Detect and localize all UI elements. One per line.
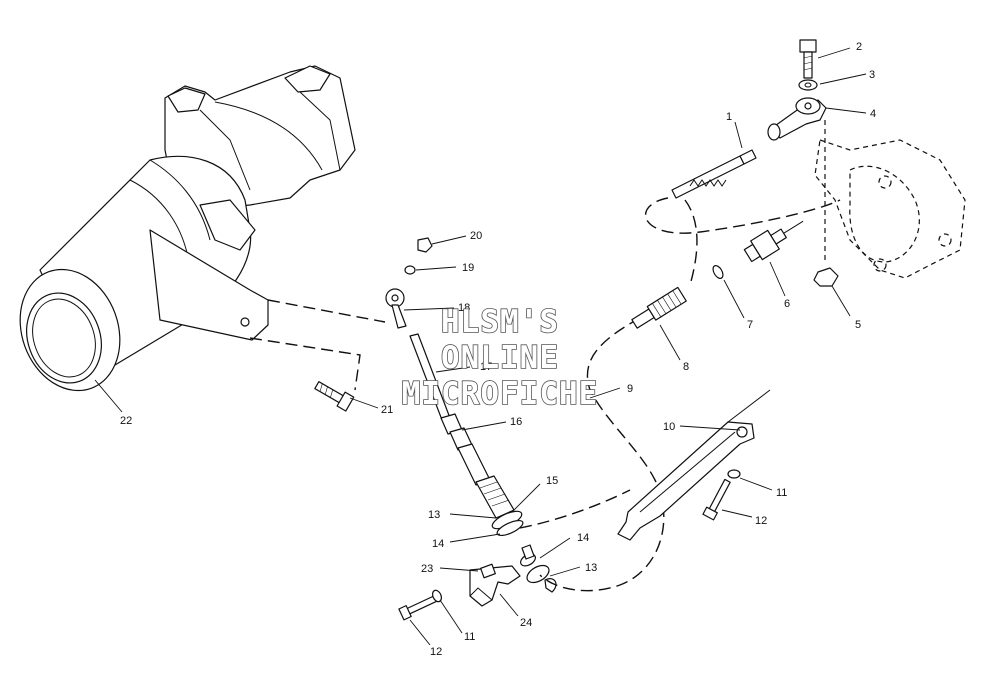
leader-lines (94, 47, 867, 646)
threaded-cable-end (631, 286, 687, 329)
assembly-line (267, 299, 386, 323)
callout-1: 1 (726, 111, 732, 123)
washer (404, 265, 416, 275)
lock-washer (431, 589, 443, 603)
rod-end (385, 288, 407, 329)
callout-19: 19 (462, 262, 474, 274)
callout-24: 24 (520, 617, 532, 629)
callout-13-left: 13 (428, 509, 440, 521)
callout-17: 17 (480, 361, 492, 373)
callout-5: 5 (855, 319, 861, 331)
watermark: HLSM'S ONLINE MICROFICHE (401, 303, 599, 413)
callout-7: 7 (747, 319, 753, 331)
callout-10: 10 (663, 421, 675, 433)
watermark-line-1: HLSM'S (441, 304, 559, 340)
cable (671, 149, 757, 199)
bracket (469, 565, 521, 607)
rod-end-bracket (767, 97, 827, 141)
callout-22: 22 (120, 415, 132, 427)
callout-3: 3 (869, 69, 875, 81)
bracket-arm (617, 389, 771, 541)
callouts: 1 2 3 4 5 6 7 8 9 10 11 12 13 13 14 14 1… (120, 41, 876, 658)
cable-rod (409, 333, 491, 486)
callout-11-right: 11 (776, 487, 787, 499)
callout-23: 23 (421, 563, 433, 575)
cable-route (539, 317, 665, 592)
nut (480, 563, 496, 579)
watermark-line-2: ONLINE (441, 340, 559, 376)
washer (712, 265, 724, 279)
callout-21: 21 (381, 404, 393, 416)
flat-washer (798, 79, 818, 91)
nut (417, 237, 433, 253)
cable-fitting (743, 220, 804, 263)
callout-2: 2 (856, 41, 862, 53)
callout-12-right: 12 (755, 515, 767, 527)
cable-barrel (475, 475, 524, 537)
callout-14-left: 14 (432, 538, 444, 550)
callout-9: 9 (627, 383, 633, 395)
cable-route (644, 197, 841, 234)
callout-4: 4 (870, 108, 876, 120)
callout-18: 18 (458, 302, 470, 314)
watermark-line-3: MICROFICHE (402, 376, 599, 412)
callout-8: 8 (683, 361, 689, 373)
ghost-bracket (814, 120, 966, 279)
bolt (702, 478, 731, 521)
assembly-line (249, 337, 361, 391)
cable-route (519, 489, 631, 529)
callout-6: 6 (784, 298, 790, 310)
cable-route (684, 199, 698, 286)
pivot-housing (19, 65, 356, 392)
bolt (314, 381, 355, 412)
callout-15: 15 (546, 475, 558, 487)
cable-fitting (520, 544, 557, 593)
callout-11-left: 11 (464, 631, 475, 643)
callout-20: 20 (470, 230, 482, 242)
callout-14-right: 14 (577, 532, 589, 544)
callout-12-left: 12 (430, 646, 442, 658)
hex-bolt (799, 39, 817, 79)
lock-washer (727, 469, 741, 479)
callout-16: 16 (510, 416, 522, 428)
callout-13-right: 13 (585, 562, 597, 574)
hex-nut (813, 267, 839, 287)
